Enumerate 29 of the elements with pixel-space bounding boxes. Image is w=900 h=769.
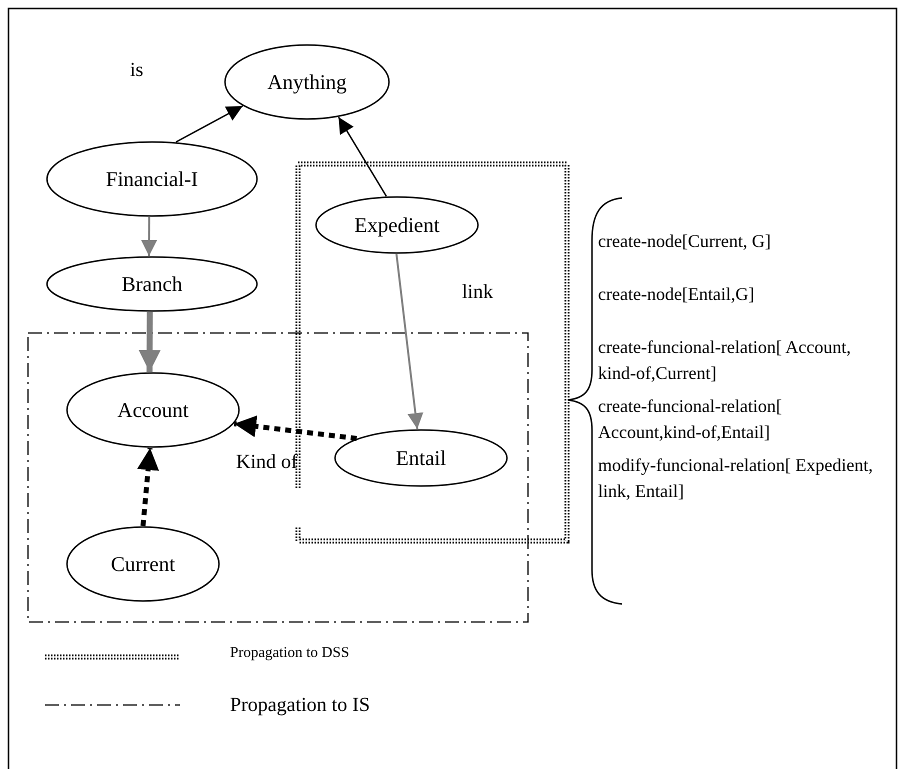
operation-text: create-funcional-relation[ Account, kind-of,Current]	[598, 336, 852, 386]
ellipse-node	[46, 141, 258, 217]
operation-text: modify-funcional-relation[ Expedient, link, Entail]	[598, 454, 874, 504]
annotation-label: Kind of	[236, 450, 298, 475]
arrow	[395, 254, 424, 430]
node-label: Branch	[122, 272, 182, 296]
arrow	[138, 312, 161, 372]
arrow	[234, 415, 357, 441]
node-label: Entail	[396, 446, 446, 470]
ellipse-node	[315, 196, 479, 254]
ellipse-node	[66, 526, 220, 602]
operation-text: create-funcional-relation[ Account,kind-of,Entail]	[598, 395, 783, 444]
node-label: Anything	[267, 70, 347, 94]
operation-text: create-node[Entail,G]	[598, 283, 754, 306]
legend-label: Propagation to DSS	[230, 644, 350, 663]
ellipse-node	[334, 429, 508, 487]
arrow	[141, 216, 158, 256]
node-label: Financial-I	[106, 166, 198, 192]
ellipse-node	[66, 372, 240, 448]
ellipse-node	[224, 44, 390, 120]
arrow	[338, 116, 387, 197]
node-label: Account	[117, 398, 189, 422]
ellipse-node	[46, 256, 258, 312]
legend-label: Propagation to IS	[230, 693, 370, 718]
arrow	[137, 448, 160, 526]
arrow	[176, 105, 244, 143]
operation-text: create-node[Current, G]	[598, 230, 771, 253]
node-label: Expedient	[354, 212, 440, 238]
node-label: Current	[110, 552, 176, 576]
